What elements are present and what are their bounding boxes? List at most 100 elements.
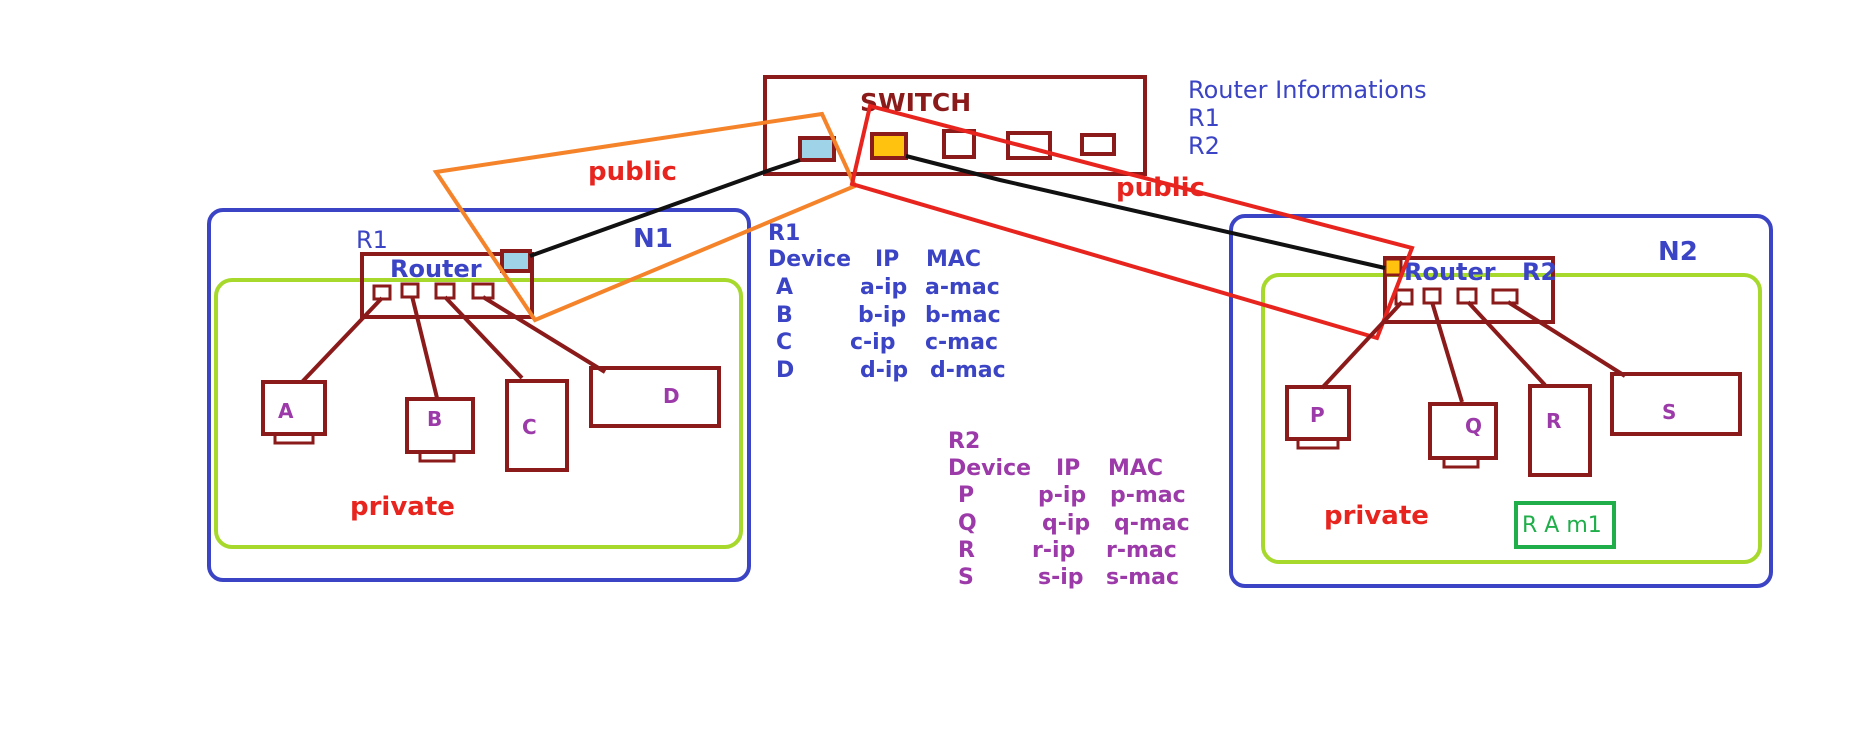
router-r2-port-4 bbox=[1491, 288, 1519, 305]
r1-table: R1 Device IP MAC A a-ip a-mac B b-ip b-m… bbox=[768, 221, 1006, 383]
r1-table-cell: a-ip bbox=[860, 275, 907, 300]
cable-p bbox=[1320, 300, 1404, 390]
router-r2-wan-port bbox=[1383, 257, 1403, 277]
device-q-label: Q bbox=[1465, 414, 1482, 438]
r2-table-cell: q-ip bbox=[1042, 511, 1090, 536]
router-r1-port-1 bbox=[372, 284, 392, 301]
cable-q bbox=[1430, 301, 1464, 403]
router-info-title: Router Informations bbox=[1188, 76, 1427, 104]
router-r1-label: Router bbox=[390, 255, 482, 283]
router-r1-name: R1 bbox=[356, 226, 388, 254]
r1-table-cell: d-ip bbox=[860, 358, 908, 383]
device-p-label: P bbox=[1310, 403, 1325, 427]
private-zone-n1 bbox=[214, 278, 743, 549]
router-r2-name: R2 bbox=[1522, 258, 1557, 286]
switch-port-5 bbox=[1080, 133, 1116, 156]
switch-label: SWITCH bbox=[860, 88, 971, 117]
r1-table-cell: B bbox=[776, 303, 793, 328]
r2-table: R2 Device IP MAC P p-ip p-mac Q q-ip q-m… bbox=[948, 429, 1190, 590]
cable-d bbox=[481, 295, 607, 374]
r2-table-cell: s-ip bbox=[1038, 565, 1084, 590]
r1-table-cell: A bbox=[776, 275, 793, 300]
r2-table-cell: r-mac bbox=[1106, 538, 1177, 563]
switch-port-1 bbox=[798, 136, 836, 162]
router-info-r1: R1 bbox=[1188, 104, 1220, 132]
device-q bbox=[1428, 402, 1498, 460]
switch-port-4 bbox=[1006, 131, 1052, 160]
ram-box bbox=[1514, 501, 1616, 549]
public-outline-right bbox=[849, 103, 1415, 341]
r2-table-cell: p-mac bbox=[1110, 483, 1186, 508]
device-a bbox=[261, 380, 327, 436]
private-label-n1: private bbox=[350, 492, 455, 522]
device-r bbox=[1528, 384, 1592, 477]
private-zone-n2 bbox=[1261, 273, 1762, 564]
r2-table-header-mac: MAC bbox=[1108, 456, 1163, 481]
device-a-stand bbox=[273, 432, 315, 445]
r1-table-header-mac: MAC bbox=[926, 247, 981, 272]
router-r1-port-2 bbox=[400, 282, 420, 299]
r2-table-cell: s-mac bbox=[1106, 565, 1179, 590]
device-q-stand bbox=[1442, 456, 1480, 469]
router-r2-port-3 bbox=[1456, 287, 1478, 305]
r1-table-cell: b-ip bbox=[858, 303, 906, 328]
switch-port-3 bbox=[942, 129, 976, 159]
r2-table-cell: p-ip bbox=[1038, 483, 1086, 508]
r2-table-cell: Q bbox=[958, 511, 977, 536]
router-r1-port-4 bbox=[471, 282, 495, 300]
cable-b bbox=[410, 295, 439, 399]
r1-table-cell: c-mac bbox=[925, 330, 998, 355]
ram-label: R A m1 bbox=[1522, 513, 1602, 538]
r1-table-cell: d-mac bbox=[930, 358, 1006, 383]
cable-s bbox=[1506, 300, 1627, 378]
router-info-r2: R2 bbox=[1188, 132, 1220, 160]
r2-table-title: R2 bbox=[948, 429, 980, 454]
device-r-label: R bbox=[1546, 409, 1561, 433]
device-c-label: C bbox=[522, 415, 537, 439]
cable-a bbox=[300, 296, 384, 384]
router-r1-wan-port bbox=[500, 249, 532, 273]
r1-table-title: R1 bbox=[768, 221, 800, 246]
network-n2-boundary bbox=[1229, 214, 1773, 588]
router-r2-box bbox=[1383, 256, 1555, 324]
router-r1-box bbox=[360, 252, 534, 319]
r2-table-cell: r-ip bbox=[1032, 538, 1075, 563]
network-n1-label: N1 bbox=[633, 224, 673, 254]
r1-table-cell: D bbox=[776, 358, 794, 383]
r1-table-cell: C bbox=[776, 330, 792, 355]
switch-box bbox=[763, 75, 1147, 176]
r2-table-cell: R bbox=[958, 538, 975, 563]
r1-table-header-device: Device bbox=[768, 247, 851, 272]
r2-table-cell: q-mac bbox=[1114, 511, 1190, 536]
r1-table-cell: b-mac bbox=[925, 303, 1001, 328]
router-r2-label: Router bbox=[1404, 258, 1496, 286]
r2-table-header-ip: IP bbox=[1056, 456, 1080, 481]
public-label-left: public bbox=[588, 157, 677, 187]
device-s bbox=[1610, 372, 1742, 436]
router-r2-port-2 bbox=[1422, 287, 1442, 305]
r1-table-cell: a-mac bbox=[925, 275, 1000, 300]
r2-table-cell: P bbox=[958, 483, 974, 508]
device-s-label: S bbox=[1662, 400, 1676, 424]
router-r2-port-1 bbox=[1394, 288, 1414, 306]
switch-port-2 bbox=[870, 132, 908, 160]
device-d-label: D bbox=[663, 384, 680, 408]
device-b-label: B bbox=[427, 407, 442, 431]
uplink-r1-switch bbox=[529, 158, 801, 258]
r1-table-cell: c-ip bbox=[850, 330, 895, 355]
router-r1-port-3 bbox=[434, 282, 456, 300]
network-n1-boundary bbox=[207, 208, 751, 582]
device-c bbox=[505, 379, 569, 472]
cable-c bbox=[443, 295, 524, 380]
private-label-n2: private bbox=[1324, 501, 1429, 531]
network-n2-label: N2 bbox=[1658, 237, 1698, 267]
device-d bbox=[589, 366, 721, 428]
device-p-stand bbox=[1296, 437, 1340, 450]
device-b-stand bbox=[418, 450, 456, 463]
r2-table-header-device: Device bbox=[948, 456, 1031, 481]
device-a-label: A bbox=[278, 399, 294, 423]
uplink-r2-switch bbox=[905, 154, 1386, 270]
r1-table-header-ip: IP bbox=[875, 247, 899, 272]
cable-r bbox=[1466, 300, 1547, 387]
